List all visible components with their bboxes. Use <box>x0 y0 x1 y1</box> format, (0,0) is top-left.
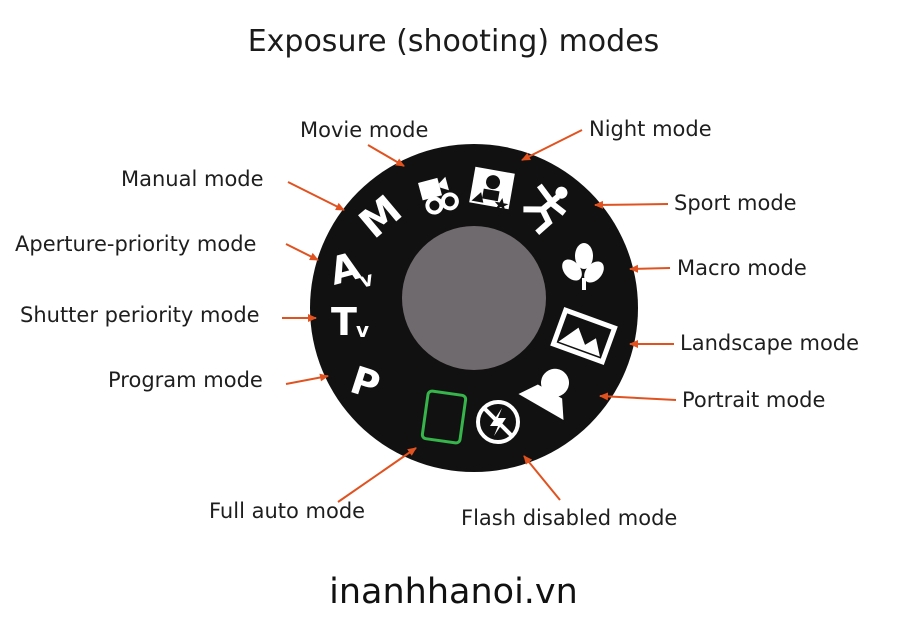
label-program-mode: Program mode <box>108 368 263 392</box>
portrait-icon <box>518 368 569 421</box>
arrow-manual <box>287 181 345 211</box>
arrow-portrait <box>599 392 677 401</box>
shutter-sub: v <box>356 318 369 342</box>
arrow-movie <box>367 144 405 167</box>
flash-off-icon <box>476 400 520 444</box>
sport-icon <box>523 183 568 236</box>
night-icon <box>469 166 515 211</box>
label-full-auto-mode: Full auto mode <box>209 499 366 523</box>
label-manual-mode: Manual mode <box>121 167 264 191</box>
arrow-macro <box>629 264 671 273</box>
arrow-aperture <box>285 243 319 261</box>
arrow-fullauto <box>337 447 417 503</box>
macro-icon <box>562 243 604 290</box>
full-auto-icon <box>420 389 468 445</box>
arrows <box>282 129 677 503</box>
label-portrait-mode: Portrait mode <box>682 388 826 412</box>
arrow-flash <box>523 455 561 501</box>
label-macro-mode: Macro mode <box>677 256 807 280</box>
shutter-symbol: T <box>331 300 357 344</box>
label-sport-mode: Sport mode <box>674 191 797 215</box>
landscape-icon <box>550 306 618 366</box>
label-night-mode: Night mode <box>589 117 712 141</box>
diagram-title: Exposure (shooting) modes <box>247 24 660 59</box>
label-landscape-mode: Landscape mode <box>680 331 860 355</box>
arrow-program <box>285 373 329 385</box>
arrow-night <box>521 129 583 161</box>
aperture-sub: v <box>357 266 376 293</box>
movie-icon <box>418 176 459 215</box>
label-shutter-priority-mode: Shutter periority mode <box>20 303 260 327</box>
arrow-sport <box>594 200 669 209</box>
label-flash-disabled-mode: Flash disabled mode <box>461 506 678 530</box>
label-aperture-priority-mode: Aperture-priority mode <box>15 232 257 256</box>
site-watermark: inanhhanoi.vn <box>329 572 578 612</box>
dial-center <box>402 226 546 370</box>
label-movie-mode: Movie mode <box>300 118 429 142</box>
